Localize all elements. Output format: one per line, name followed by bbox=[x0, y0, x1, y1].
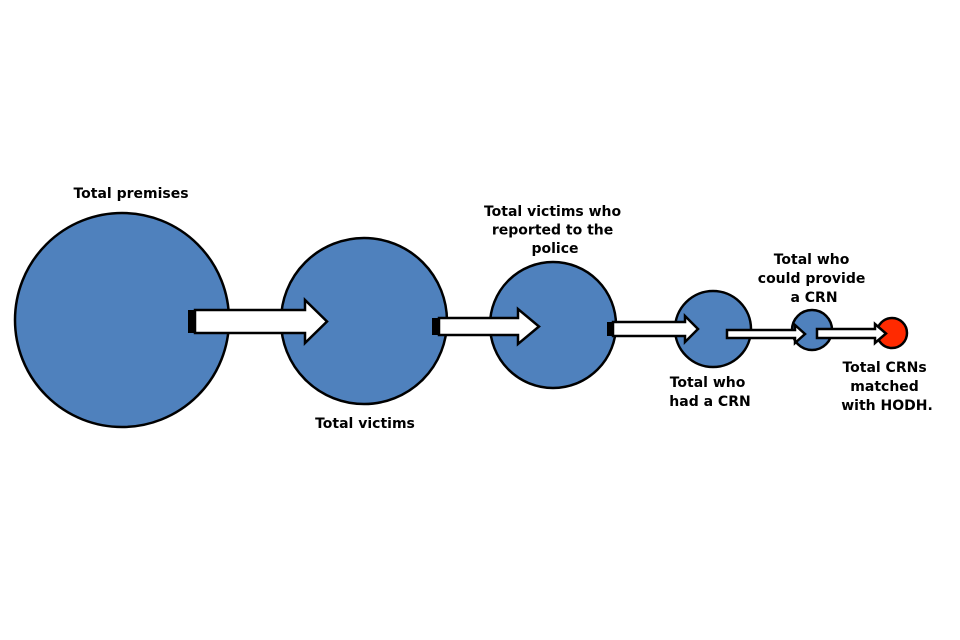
label-had-crn: Total who had a CRN bbox=[669, 375, 750, 410]
arrow-5 bbox=[815, 321, 888, 346]
label-total-victims: Total victims bbox=[315, 416, 415, 432]
arrow-3 bbox=[607, 312, 700, 346]
arrow-4 bbox=[725, 322, 807, 346]
label-total-premises: Total premises bbox=[73, 186, 188, 202]
arrow-1 bbox=[188, 297, 329, 346]
arrow-2 bbox=[432, 306, 541, 347]
label-crns-matched: Total CRNs matched with HODH. bbox=[841, 360, 933, 414]
label-could-provide-crn: Total who could provide a CRN bbox=[758, 252, 870, 306]
label-reported-to-police: Total victims who reported to the police bbox=[484, 204, 626, 257]
